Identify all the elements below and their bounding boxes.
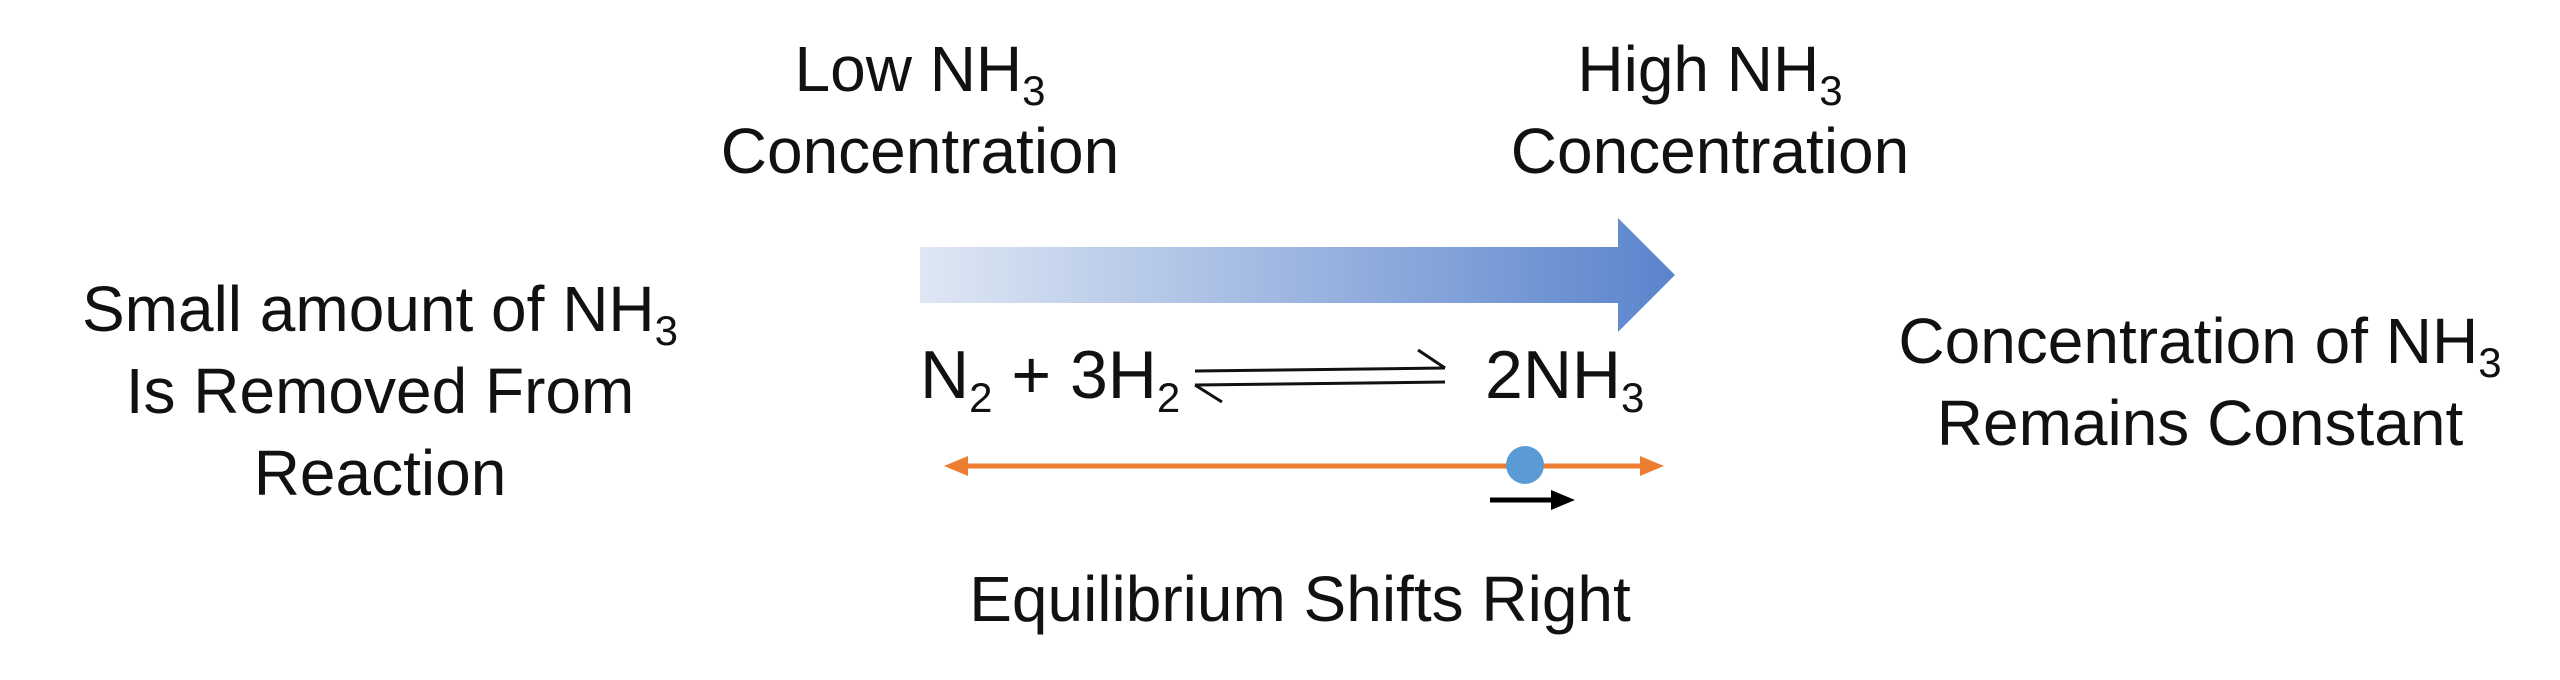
high-label-line2: Concentration <box>1510 115 1910 187</box>
equilibrium-arrows-icon <box>1194 348 1446 404</box>
constant-concentration-label: Concentration of NH3 Remains Constant <box>1840 300 2560 464</box>
product: 2NH3 <box>1485 337 1645 421</box>
left-label-line3: Reaction <box>253 437 507 509</box>
equilibrium-shift-label: Equilibrium Shifts Right <box>969 563 1631 635</box>
right-label-text: Concentration of NH <box>1898 305 2479 377</box>
equilibrium-position-marker <box>1506 446 1544 484</box>
high-concentration-label: High NH3 Concentration <box>1430 28 1990 192</box>
high-label-subscript: 3 <box>1819 67 1843 114</box>
removed-amount-label: Small amount of NH3 Is Removed From Reac… <box>20 268 740 514</box>
right-label-line2: Remains Constant <box>1936 387 2464 459</box>
left-label-text: Small amount of NH <box>81 273 655 345</box>
low-label-subscript: 3 <box>1022 67 1046 114</box>
left-label-line2: Is Removed From <box>125 355 635 427</box>
reactants: N2 + 3H2 <box>920 337 1181 421</box>
high-label-text: High NH <box>1577 33 1820 105</box>
low-label-text: Low NH <box>794 33 1023 105</box>
shift-right-arrow-icon <box>1490 490 1575 510</box>
low-concentration-label: Low NH3 Concentration <box>640 28 1200 192</box>
right-label-subscript: 3 <box>2478 339 2502 386</box>
equilibrium-position-axis <box>944 456 1664 476</box>
left-label-subscript: 3 <box>654 307 678 354</box>
concentration-gradient-arrow <box>920 218 1675 332</box>
low-label-line2: Concentration <box>720 115 1120 187</box>
